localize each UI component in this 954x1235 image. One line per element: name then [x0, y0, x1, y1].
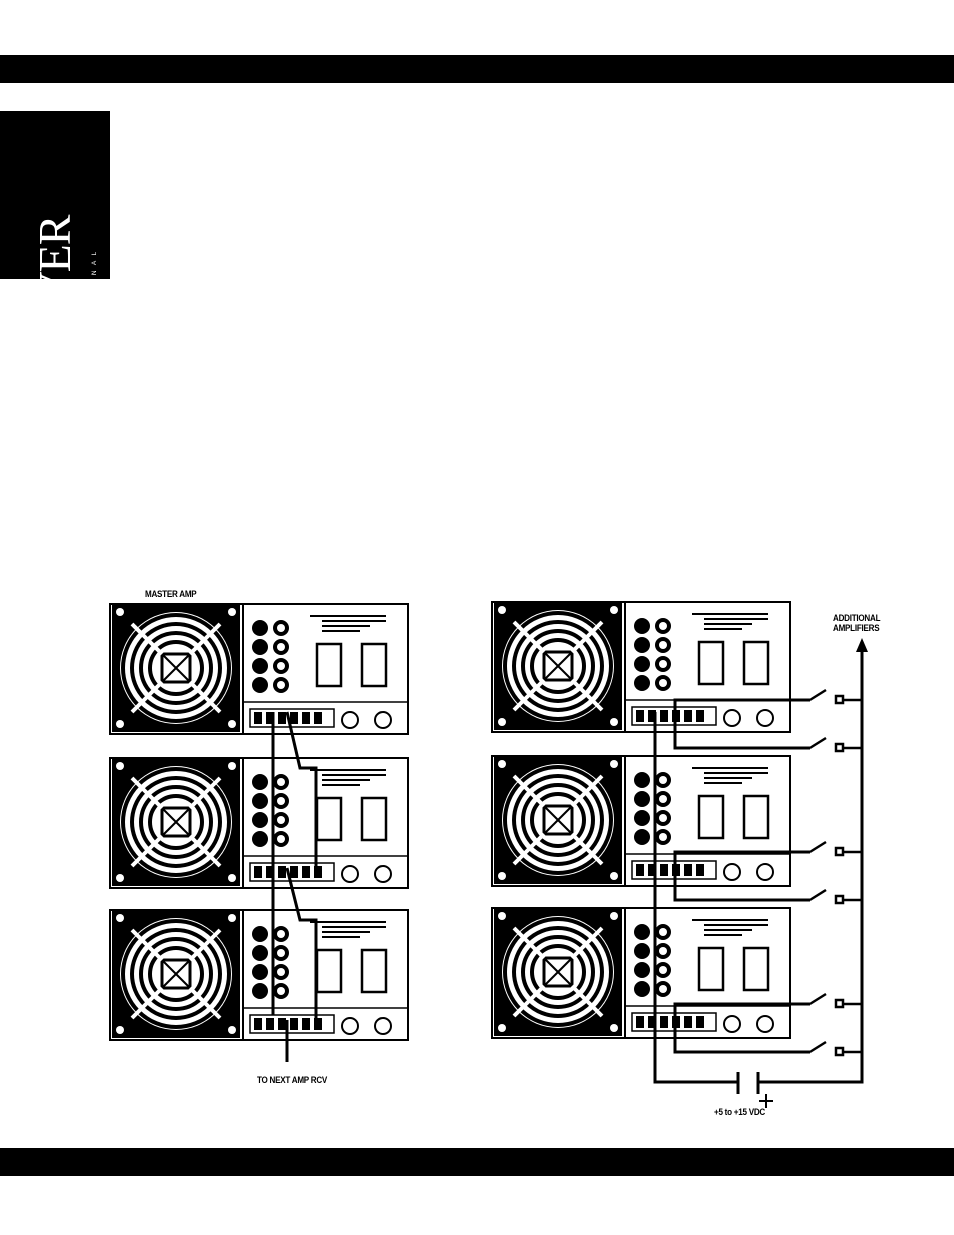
link-cable: [285, 711, 318, 868]
carver-logo: CARVER PROFESSIONAL: [0, 111, 110, 392]
right-amp-stack: [492, 602, 868, 1108]
remote-wire: [673, 1002, 810, 1018]
top-header-bar: [0, 55, 954, 83]
to-next-amp-label: TO NEXT AMP RCV: [257, 1075, 328, 1086]
switch: [809, 736, 862, 753]
dc-supply-label: +5 to +15 VDC: [714, 1107, 765, 1118]
switch: [809, 1040, 862, 1057]
link-cable: [285, 867, 318, 1020]
remote-wire: [673, 850, 810, 866]
switch: [809, 992, 862, 1009]
dc-negative-wire: [653, 712, 738, 1084]
remote-wire: [673, 698, 810, 712]
switch: [809, 840, 862, 857]
remote-amp-unit: [492, 756, 790, 886]
left-amp-stack: [110, 604, 408, 1062]
arrow-up-icon: [856, 638, 868, 652]
remote-wire: [673, 712, 810, 750]
bottom-footer-bar: [0, 1148, 954, 1176]
dc-positive-bus: [758, 650, 864, 1084]
remote-amp-unit: [492, 908, 790, 1038]
master-amp-unit: [110, 604, 408, 734]
remote-amp-unit: [492, 602, 790, 732]
additional-amplifiers-label: ADDITIONAL AMPLIFIERS: [833, 613, 881, 634]
slave-amp-unit: [110, 758, 408, 888]
dc-source-capacitor: [736, 1072, 773, 1108]
master-amp-label: MASTER AMP: [145, 589, 197, 600]
remote-wire: [673, 866, 810, 902]
switch: [809, 688, 862, 705]
remote-wire: [673, 1018, 810, 1054]
switch: [809, 888, 862, 905]
slave-amp-unit: [110, 910, 408, 1040]
